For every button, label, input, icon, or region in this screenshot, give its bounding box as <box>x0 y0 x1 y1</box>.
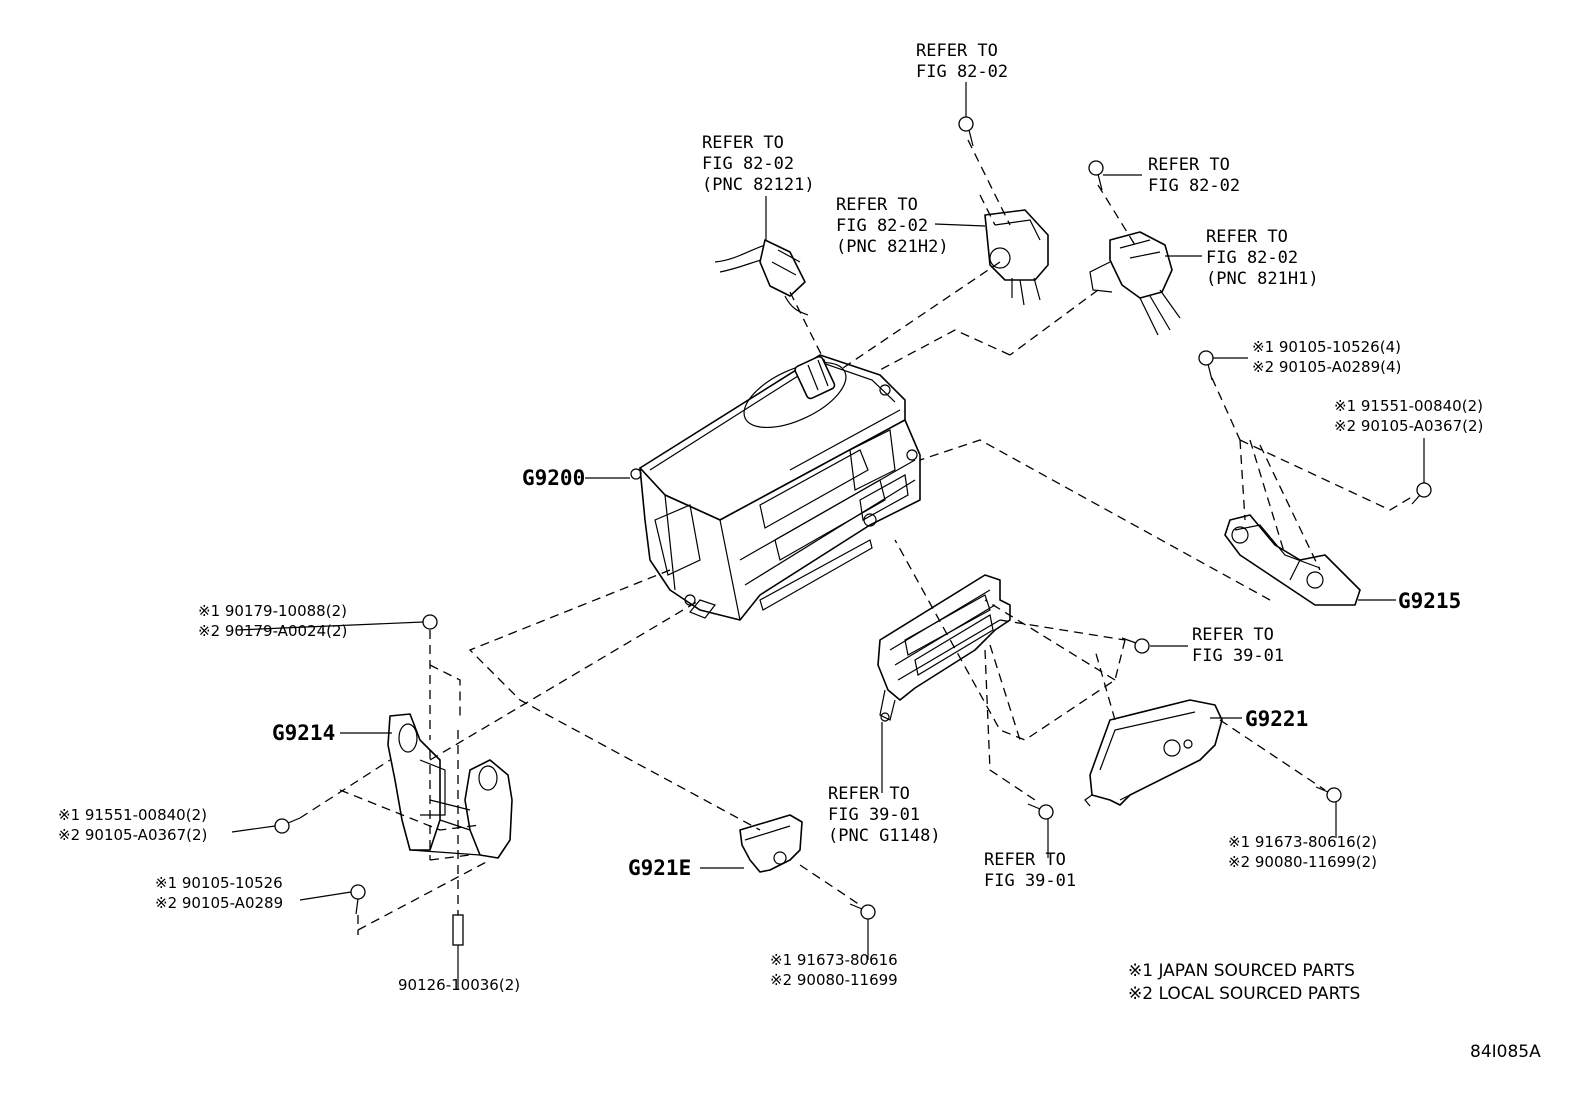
svg-text:REFER TO: REFER TO <box>1148 155 1230 175</box>
svg-text:FIG 39-01: FIG 39-01 <box>984 871 1076 891</box>
svg-text:(PNC 821H1): (PNC 821H1) <box>1206 269 1319 289</box>
connector-821h1-drawing <box>1089 231 1181 336</box>
ref-connector-821h1: REFER TO FIG 82-02 (PNC 821H1) <box>1206 227 1319 289</box>
label-g9214: G9214 <box>272 721 335 745</box>
svg-text:FIG 82-02: FIG 82-02 <box>1148 176 1240 196</box>
bolt-icon <box>849 903 876 920</box>
ref-right-bolt: REFER TO FIG 82-02 <box>1148 155 1240 196</box>
bolt-icon <box>350 884 366 915</box>
svg-text:REFER TO: REFER TO <box>916 41 998 61</box>
svg-text:REFER TO: REFER TO <box>984 850 1066 870</box>
bracket-g9214-drawing <box>387 713 513 859</box>
svg-text:※1 91673-80616: ※1 91673-80616 <box>770 951 898 969</box>
svg-text:※2 LOCAL SOURCED PARTS: ※2 LOCAL SOURCED PARTS <box>1128 984 1360 1004</box>
svg-text:REFER TO: REFER TO <box>1206 227 1288 247</box>
sourcing-notes: ※1 JAPAN SOURCED PARTS ※2 LOCAL SOURCED … <box>1128 961 1360 1004</box>
svg-text:(PNC G1148): (PNC G1148) <box>828 826 941 846</box>
svg-text:FIG 82-02: FIG 82-02 <box>836 216 928 236</box>
fastener-right-mid: ※1 91551-00840(2) ※2 90105-A0367(2) <box>1334 397 1483 435</box>
fastener-cover-bolts: ※1 91673-80616(2) ※2 90080-11699(2) <box>1228 833 1377 871</box>
connector-821h2-drawing <box>984 209 1049 306</box>
leader-lines <box>231 82 1425 990</box>
svg-text:※2 90105-A0289: ※2 90105-A0289 <box>155 894 283 912</box>
svg-text:REFER TO: REFER TO <box>828 784 910 804</box>
svg-text:※1 91551-00840(2): ※1 91551-00840(2) <box>58 806 207 824</box>
bolt-icon <box>1411 482 1432 505</box>
ref-terminal-plate-g1148: REFER TO FIG 39-01 (PNC G1148) <box>828 784 941 846</box>
bolt-icon <box>422 614 438 630</box>
svg-text:FIG 82-02: FIG 82-02 <box>916 62 1008 82</box>
bolt-icon <box>1088 160 1104 191</box>
bolt-icon <box>1198 350 1214 381</box>
bolt-icon <box>958 116 974 147</box>
stud-icon <box>452 914 464 946</box>
svg-text:REFER TO: REFER TO <box>836 195 918 215</box>
ref-harness-82121: REFER TO FIG 82-02 (PNC 82121) <box>702 133 815 195</box>
svg-text:※2 90105-A0367(2): ※2 90105-A0367(2) <box>1334 417 1483 435</box>
bracket-g9215-drawing <box>1224 514 1361 606</box>
svg-text:(PNC 82121): (PNC 82121) <box>702 175 815 195</box>
bolts <box>274 116 1432 946</box>
fastener-left-top: ※1 90179-10088(2) ※2 90179-A0024(2) <box>198 602 347 640</box>
harness-connector-82121-drawing <box>714 239 809 316</box>
bracket-g921e-drawing <box>739 814 803 873</box>
fastener-right-top: ※1 90105-10526(4) ※2 90105-A0289(4) <box>1252 338 1401 376</box>
fastener-left-mid: ※1 91551-00840(2) ※2 90105-A0367(2) <box>58 806 207 844</box>
ref-right-mid-bolt: REFER TO FIG 39-01 <box>1192 625 1284 666</box>
svg-text:FIG 39-01: FIG 39-01 <box>828 805 920 825</box>
svg-text:REFER TO: REFER TO <box>702 133 784 153</box>
svg-text:※1 JAPAN SOURCED PARTS: ※1 JAPAN SOURCED PARTS <box>1128 961 1355 981</box>
fastener-stud: 90126-10036(2) <box>398 976 520 994</box>
svg-text:FIG 82-02: FIG 82-02 <box>702 154 794 174</box>
svg-text:※1 90105-10526: ※1 90105-10526 <box>155 874 283 892</box>
terminal-plate-g1148-drawing <box>877 574 1011 722</box>
inverter-assembly-drawing <box>630 354 921 621</box>
bolt-icon <box>1315 786 1342 803</box>
bolt-icon <box>1027 803 1054 820</box>
ref-connector-821h2: REFER TO FIG 82-02 (PNC 821H2) <box>836 195 949 257</box>
label-g9221: G9221 <box>1245 707 1308 731</box>
bolt-icon <box>274 817 301 834</box>
ref-bottom-bolt: REFER TO FIG 39-01 <box>984 850 1076 891</box>
fastener-center-low: ※1 91673-80616 ※2 90080-11699 <box>770 951 898 989</box>
svg-text:※1 90179-10088(2): ※1 90179-10088(2) <box>198 602 347 620</box>
bolt-icon <box>1121 637 1150 654</box>
svg-text:※1 90105-10526(4): ※1 90105-10526(4) <box>1252 338 1401 356</box>
label-g9200: G9200 <box>522 466 585 490</box>
svg-text:FIG 39-01: FIG 39-01 <box>1192 646 1284 666</box>
svg-text:※2 90080-11699: ※2 90080-11699 <box>770 971 898 989</box>
svg-text:FIG 82-02: FIG 82-02 <box>1206 248 1298 268</box>
svg-text:REFER TO: REFER TO <box>1192 625 1274 645</box>
svg-text:※2 90080-11699(2): ※2 90080-11699(2) <box>1228 853 1377 871</box>
svg-text:※2 90105-A0289(4): ※2 90105-A0289(4) <box>1252 358 1401 376</box>
ref-top-center: REFER TO FIG 82-02 <box>916 41 1008 82</box>
fastener-left-low: ※1 90105-10526 ※2 90105-A0289 <box>155 874 283 912</box>
svg-text:(PNC 821H2): (PNC 821H2) <box>836 237 949 257</box>
svg-text:※1 91673-80616(2): ※1 91673-80616(2) <box>1228 833 1377 851</box>
assembly-lines <box>299 139 1416 935</box>
illustration-code: 84I085A <box>1470 1042 1541 1062</box>
label-g921e: G921E <box>628 856 691 880</box>
label-g9215: G9215 <box>1398 589 1461 613</box>
cover-g9221-drawing <box>1084 699 1223 807</box>
svg-text:※2 90105-A0367(2): ※2 90105-A0367(2) <box>58 826 207 844</box>
svg-text:※1 91551-00840(2): ※1 91551-00840(2) <box>1334 397 1483 415</box>
svg-text:※2 90179-A0024(2): ※2 90179-A0024(2) <box>198 622 347 640</box>
